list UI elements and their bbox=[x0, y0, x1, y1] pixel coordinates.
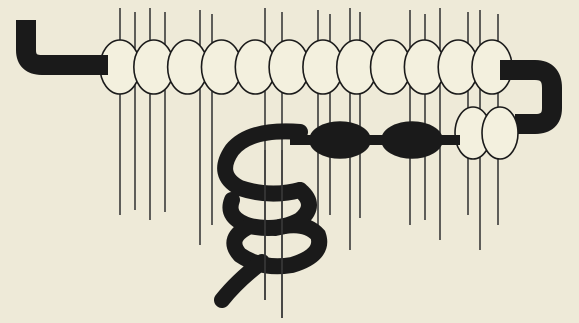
light-bead-lower bbox=[482, 107, 518, 159]
